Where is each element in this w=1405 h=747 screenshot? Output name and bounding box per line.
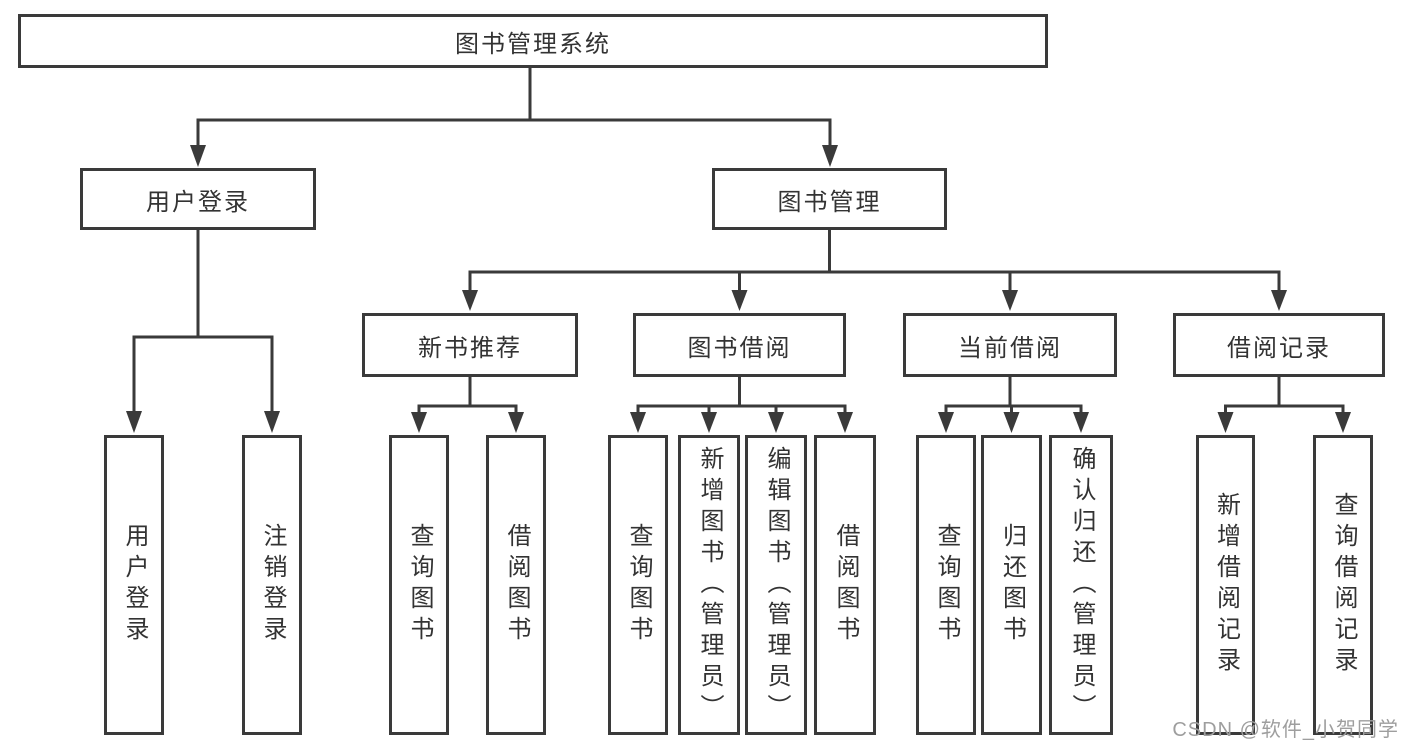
leaf-user-login: 用户登录 [104, 435, 164, 735]
leaf-borrow-books-borrow: 借阅图书 [814, 435, 876, 735]
csdn-watermark: CSDN @软件_小贺同学 [1172, 719, 1399, 741]
leaf-add-borrow-record: 新增借阅记录 [1196, 435, 1255, 735]
leaf-edit-books-admin: 编辑图书（管理员） [745, 435, 807, 735]
node-book-management: 图书管理 [712, 168, 947, 230]
root-node: 图书管理系统 [18, 14, 1048, 68]
leaf-borrow-books-newrec: 借阅图书 [486, 435, 546, 735]
leaf-logout-login: 注销登录 [242, 435, 302, 735]
node-user-login: 用户登录 [80, 168, 316, 230]
leaf-query-borrow-record: 查询借阅记录 [1313, 435, 1373, 735]
arrowhead-icons [126, 145, 1351, 433]
leaf-query-books-newrec: 查询图书 [389, 435, 449, 735]
leaf-add-books-admin: 新增图书（管理员） [678, 435, 740, 735]
leaf-query-books-current: 查询图书 [916, 435, 976, 735]
node-borrow-records: 借阅记录 [1173, 313, 1385, 377]
node-new-book-recommend: 新书推荐 [362, 313, 578, 377]
leaf-confirm-return-admin: 确认归还（管理员） [1049, 435, 1113, 735]
leaf-query-books-borrow: 查询图书 [608, 435, 668, 735]
node-current-borrowing: 当前借阅 [903, 313, 1117, 377]
node-book-borrowing: 图书借阅 [633, 313, 846, 377]
leaf-return-books: 归还图书 [981, 435, 1042, 735]
